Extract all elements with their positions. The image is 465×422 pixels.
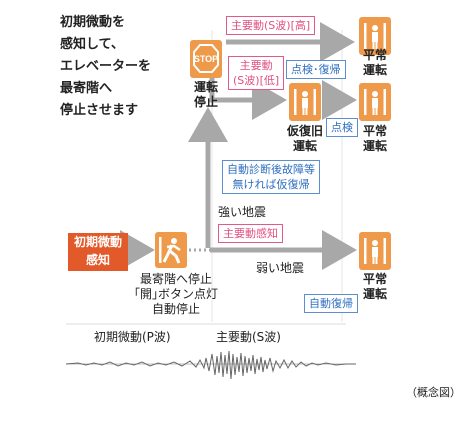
s-wave-label: 主要動(S波): [216, 330, 281, 344]
self-diagnosis-tag: 自動診断後故障等 無ければ仮復帰: [222, 160, 320, 194]
s-wave-low-tag: 主要動 (S波)[低]: [228, 56, 285, 90]
person-standing-icon: [294, 89, 316, 115]
weak-quake-label: 弱い地震: [256, 261, 305, 275]
s-wave-detect-tag: 主要動感知: [218, 224, 283, 243]
person-standing-icon: [364, 238, 386, 264]
temp-restore-box: [289, 83, 321, 121]
inspect-recover-tag: 点検･復帰: [286, 60, 346, 79]
nearest-floor-box: [155, 232, 187, 268]
person-running-icon: [159, 237, 181, 264]
s-wave-high-tag: 主要動(S波)[高]: [226, 16, 316, 35]
p-wave-label: 初期微動(P波): [94, 330, 171, 344]
inspect-tag: 点検: [326, 118, 358, 137]
normal-operation-bottom-box: [359, 232, 391, 270]
normal-operation-top-box: [359, 17, 391, 55]
stop-box: STOP: [190, 40, 222, 78]
strong-quake-label: 強い地震: [218, 205, 267, 219]
person-standing-icon: [364, 23, 386, 49]
stop-sign-icon: STOP: [193, 44, 219, 73]
person-standing-icon: [364, 89, 386, 115]
stop-operation-label: 運転 停止: [193, 80, 218, 109]
concept-label: （概念図）: [406, 386, 461, 399]
normal-operation-bottom-label: 平常 運転: [362, 272, 387, 301]
nearest-floor-description: 最寄階へ停止 ｢開｣ボタン点灯 自動停止: [133, 272, 218, 316]
normal-operation-mid-box: [359, 83, 391, 121]
seismic-waveform: [66, 350, 356, 380]
svg-text:STOP: STOP: [194, 54, 218, 64]
auto-recover-tag: 自動復帰: [304, 294, 358, 313]
p-wave-detect-box: 初期微動 感知: [68, 233, 128, 271]
temp-restore-label: 仮復旧 運転: [286, 124, 323, 153]
intro-text: 初期微動を 感知して、 エレベーターを 最寄階へ 停止させます: [60, 15, 152, 118]
normal-operation-mid-label: 平常 運転: [362, 124, 387, 153]
normal-operation-top-label: 平常 運転: [362, 48, 387, 77]
